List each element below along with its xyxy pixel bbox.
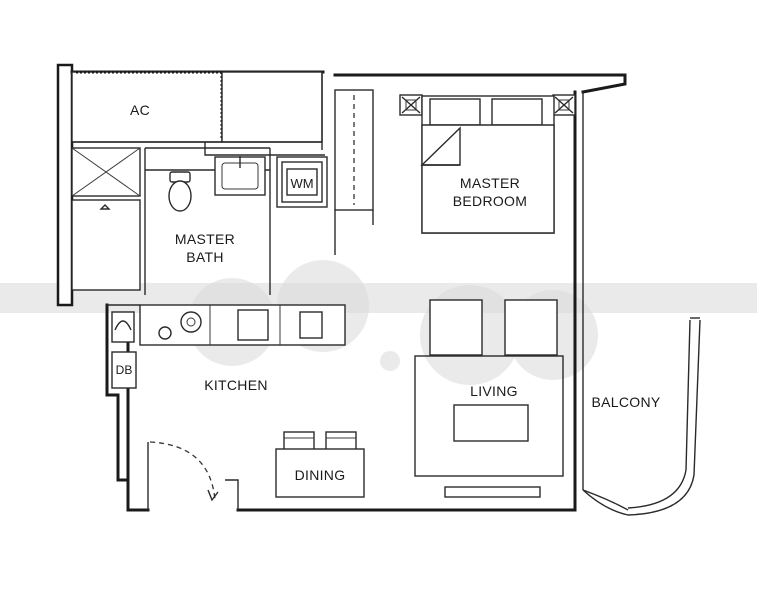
- washing-machine: WM: [276, 156, 328, 208]
- room-label-master-bedroom-2: BEDROOM: [453, 193, 527, 209]
- dining: DINING: [275, 431, 365, 498]
- room-label-living: LIVING: [470, 383, 518, 399]
- lamp-icon: [399, 94, 423, 116]
- toilet-icon: [168, 171, 192, 212]
- ac-ledge: AC: [71, 70, 323, 150]
- room-label-balcony: BALCONY: [591, 394, 660, 410]
- lamp-icon: [552, 94, 576, 116]
- living: LIVING: [414, 299, 564, 498]
- master-bath: MASTER BATH: [144, 142, 325, 295]
- db-label: DB: [116, 363, 133, 377]
- room-label-master-bath-1: MASTER: [175, 231, 235, 247]
- entrance-door: [149, 441, 219, 502]
- room-label-ac: AC: [130, 102, 150, 118]
- balcony: BALCONY: [573, 317, 701, 516]
- wardrobe: [334, 89, 374, 255]
- wm-label: WM: [290, 176, 313, 191]
- room-label-master-bedroom-1: MASTER: [460, 175, 520, 191]
- room-label-dining: DINING: [295, 467, 346, 483]
- shower: [71, 147, 141, 291]
- room-label-master-bath-2: BATH: [186, 249, 224, 265]
- room-label-kitchen: KITCHEN: [204, 377, 268, 393]
- kitchen-counter: DB KITCHEN: [107, 304, 346, 393]
- master-bedroom: MASTER BEDROOM: [399, 94, 576, 234]
